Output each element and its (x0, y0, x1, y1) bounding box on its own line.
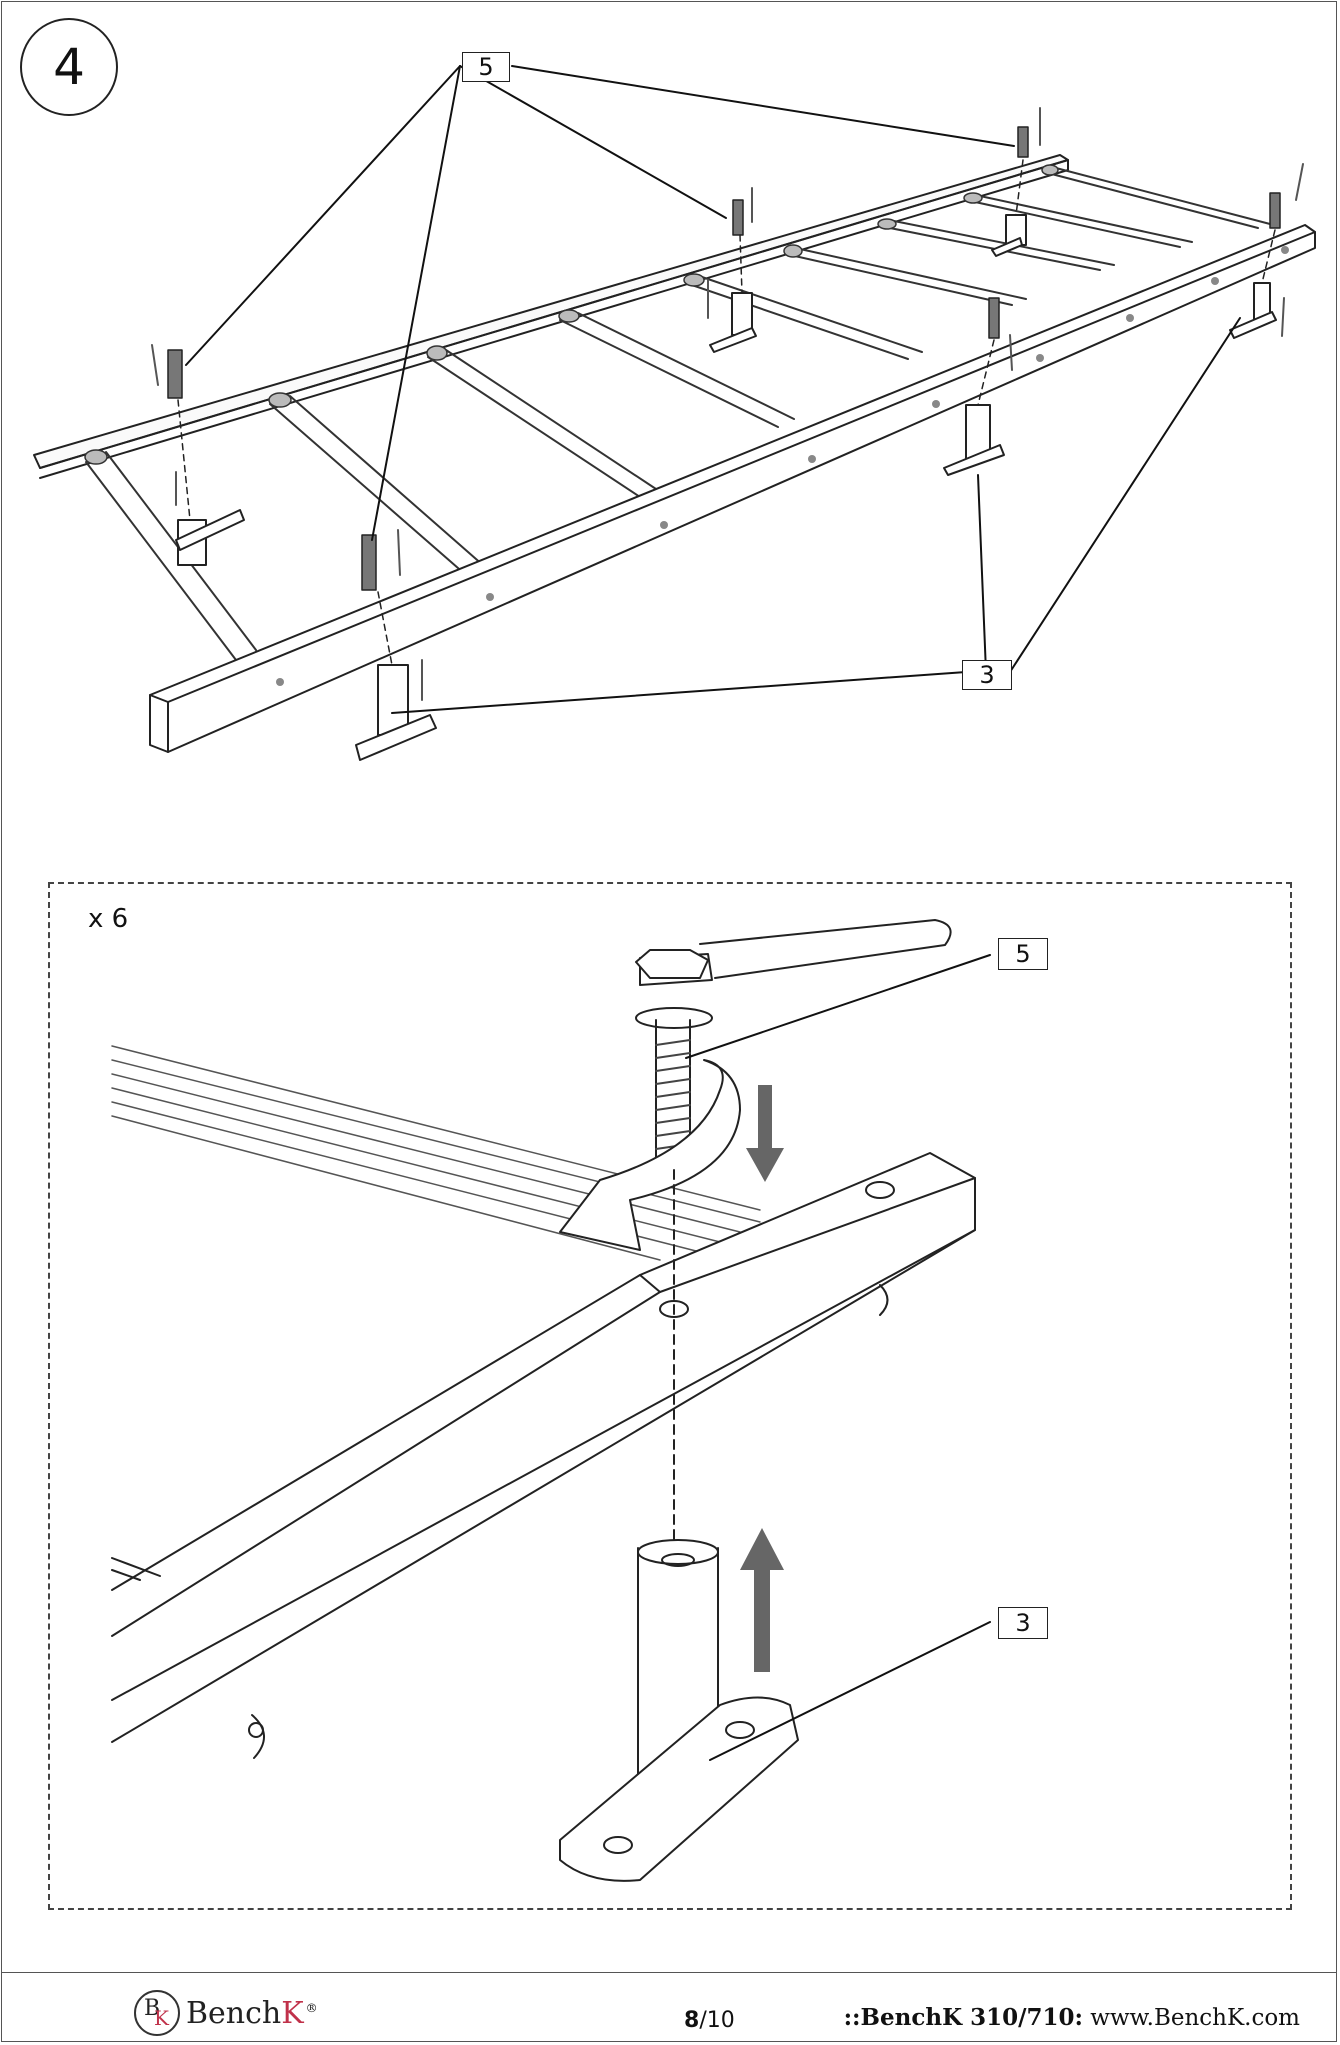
page-number: 8/10 (684, 2008, 735, 2033)
callout-post-part-number: 3 (962, 660, 1012, 690)
brand-name-main: Bench (186, 1995, 282, 2031)
brand-name: BenchK® (186, 1996, 318, 2031)
ladder-assembly-illustration (33, 65, 1316, 761)
detail-view-frame (48, 882, 1292, 1910)
footer-model-website: ::BenchK 310/710: www.BenchK.com (844, 2004, 1300, 2031)
detail-callout-post-label: 3 (1015, 1609, 1031, 1637)
footer-divider (1, 1972, 1337, 1973)
brand-logo: B K BenchK® (134, 1990, 318, 2036)
callout-bolt-label: 5 (478, 53, 494, 81)
brand-mark-k: K (154, 2006, 169, 2030)
callout-bolt-part-number: 5 (462, 52, 510, 82)
page-total: /10 (699, 2008, 735, 2033)
brand-mark-icon: B K (134, 1990, 180, 2036)
registered-mark: ® (305, 2000, 318, 2015)
quantity-label: x 6 (88, 904, 129, 934)
page-current: 8 (684, 2008, 700, 2033)
detail-callout-post-part-number: 3 (998, 1607, 1048, 1639)
website-link[interactable]: www.BenchK.com (1090, 2005, 1300, 2031)
step-number: 4 (53, 38, 85, 96)
callout-post-label: 3 (979, 661, 995, 689)
brand-name-k: K (281, 1995, 304, 2031)
step-number-badge: 4 (20, 18, 118, 116)
detail-callout-bolt-part-number: 5 (998, 938, 1048, 970)
detail-callout-bolt-label: 5 (1015, 940, 1031, 968)
model-name: ::BenchK 310/710: (843, 2004, 1083, 2031)
brand-mark-b: B (144, 1996, 161, 2021)
